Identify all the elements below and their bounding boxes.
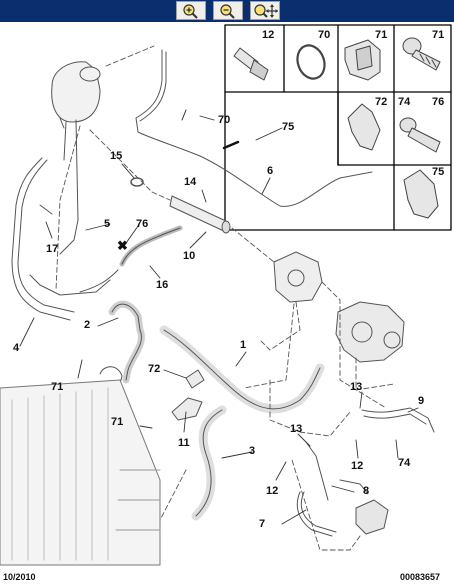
callout-16[interactable]: 16	[156, 279, 169, 291]
callout-74[interactable]: 74	[398, 457, 411, 469]
callout-5[interactable]: 5	[104, 218, 111, 230]
exploded-parts-diagram	[0, 24, 452, 566]
part-12-bolt	[233, 47, 269, 81]
callout-1[interactable]: 1	[240, 339, 247, 351]
grid-label-70[interactable]: 70	[318, 29, 331, 41]
zoom-pan-icon	[254, 3, 278, 18]
callout-12b[interactable]: 12	[351, 460, 364, 472]
grid-label-76[interactable]: 76	[432, 96, 445, 108]
footer-reference: 00083657	[400, 572, 441, 582]
part-72-clip	[347, 103, 381, 151]
callout-12a[interactable]: 12	[266, 485, 279, 497]
part-70-ring	[296, 44, 326, 80]
cross-marker-icon: ✖	[117, 238, 128, 253]
callout-13b[interactable]: 13	[350, 381, 363, 393]
callout-10[interactable]: 10	[183, 250, 196, 262]
grid-label-75[interactable]: 75	[432, 166, 445, 178]
part-71-screw	[402, 37, 441, 71]
grid-label-71b[interactable]: 71	[432, 29, 445, 41]
turbocharger	[335, 301, 405, 363]
grid-label-74[interactable]: 74	[398, 96, 411, 108]
callout-71a[interactable]: 71	[51, 381, 64, 393]
zoom-pan-button[interactable]	[250, 1, 280, 20]
callout-11[interactable]: 11	[178, 437, 190, 449]
callout-3[interactable]: 3	[249, 445, 256, 457]
zoom-in-button[interactable]	[176, 1, 206, 20]
callout-76[interactable]: 76	[136, 218, 149, 230]
zoom-in-icon	[183, 3, 198, 19]
callout-6[interactable]: 6	[267, 165, 274, 177]
expansion-tank	[51, 61, 101, 129]
callout-71b[interactable]: 71	[111, 416, 124, 428]
callout-7[interactable]: 7	[259, 518, 266, 530]
thermostat-housing	[273, 251, 323, 303]
grid-label-12[interactable]: 12	[262, 29, 275, 41]
egr-valve	[355, 499, 389, 535]
radiator	[0, 379, 161, 566]
callout-8[interactable]: 8	[363, 485, 370, 497]
zoom-out-button[interactable]	[213, 1, 243, 20]
callout-9[interactable]: 9	[418, 395, 425, 407]
zoom-out-icon	[220, 3, 235, 19]
callout-70[interactable]: 70	[218, 114, 231, 126]
callout-14[interactable]: 14	[184, 176, 197, 188]
callout-17[interactable]: 17	[46, 243, 59, 255]
callout-15[interactable]: 15	[110, 150, 123, 162]
callout-72[interactable]: 72	[148, 363, 161, 375]
callout-75[interactable]: 75	[282, 121, 295, 133]
callout-4[interactable]: 4	[13, 342, 20, 354]
part-74-76-bolt	[399, 117, 441, 153]
grid-label-71[interactable]: 71	[375, 29, 388, 41]
part-71-clip	[344, 39, 381, 81]
grid-label-72[interactable]: 72	[375, 96, 388, 108]
callout-13a[interactable]: 13	[290, 423, 303, 435]
toolbar	[0, 0, 454, 22]
callout-2[interactable]: 2	[84, 319, 91, 331]
footer-date: 10/2010	[3, 572, 36, 582]
part-75-bracket	[403, 169, 439, 219]
